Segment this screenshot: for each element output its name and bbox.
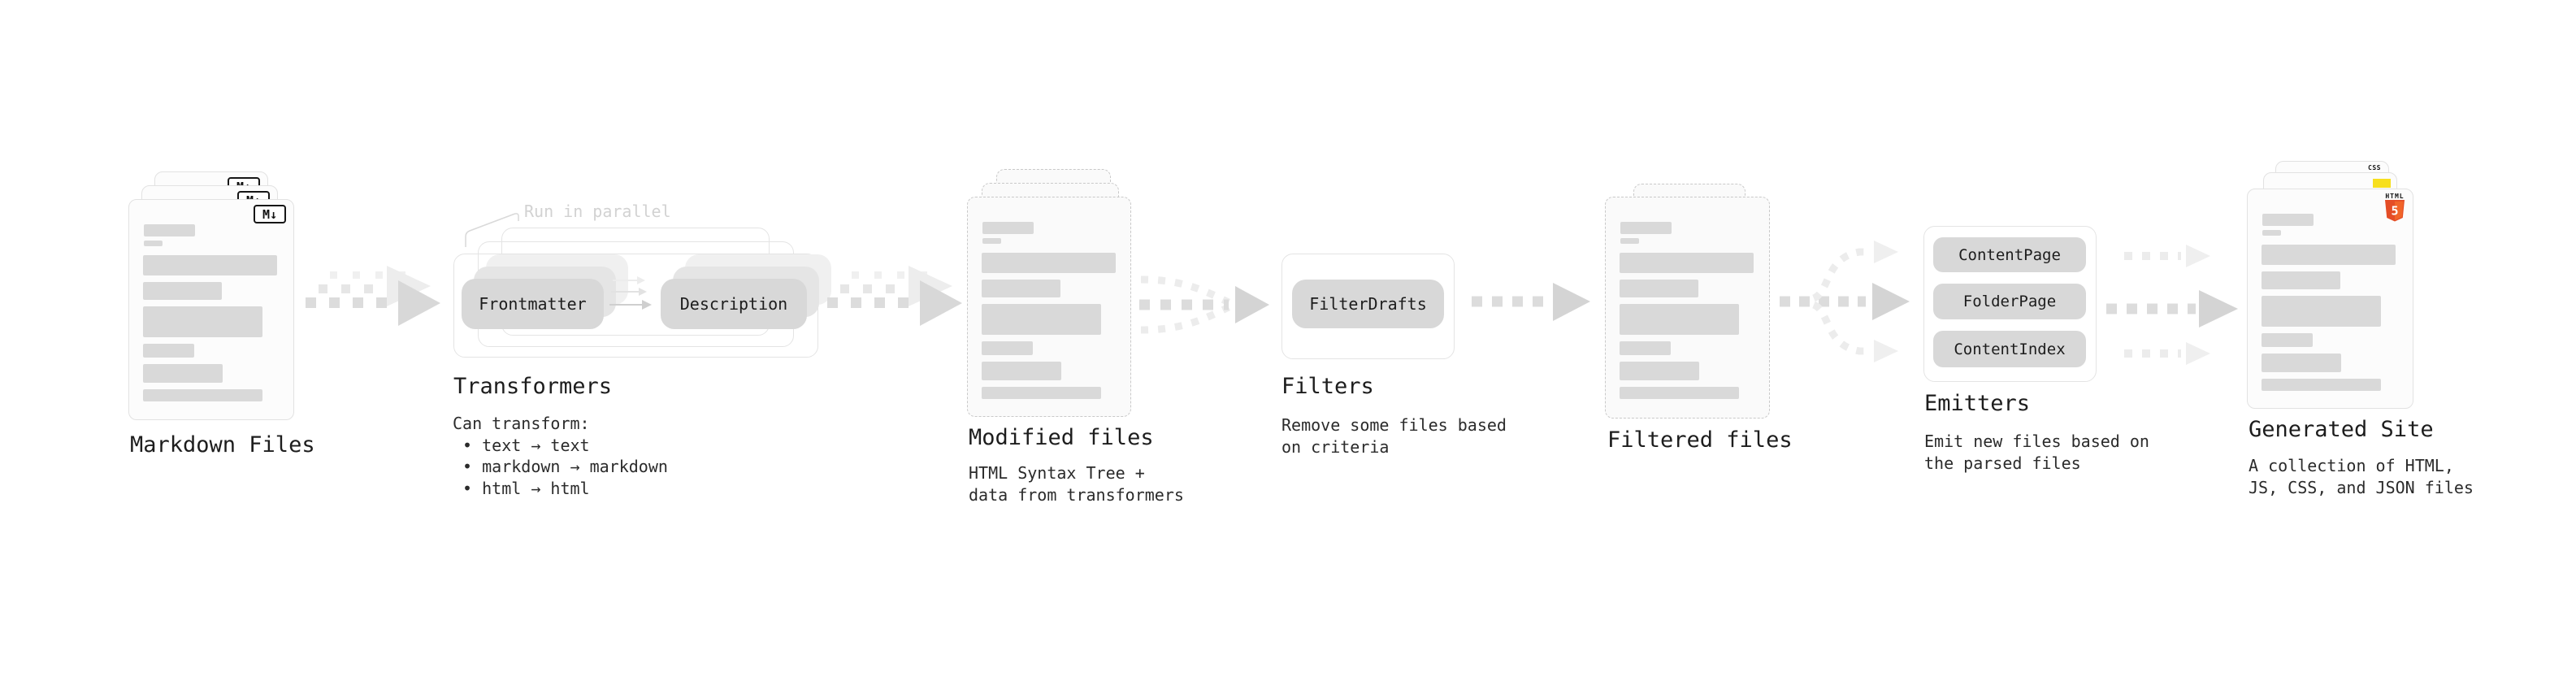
content-bar bbox=[982, 222, 1034, 234]
content-bar bbox=[2262, 333, 2313, 347]
js-icon bbox=[2373, 179, 2391, 188]
content-bar bbox=[143, 389, 262, 401]
filters-frame bbox=[1281, 254, 1455, 359]
body-line: A collection of HTML, bbox=[2249, 456, 2454, 475]
svg-text:5: 5 bbox=[2391, 204, 2398, 219]
emitters-description: Emit new files based on the parsed files bbox=[1924, 431, 2149, 474]
filterdrafts-node: FilterDrafts bbox=[1292, 280, 1444, 328]
html5-icon-label: HTML bbox=[2385, 193, 2405, 200]
content-bar bbox=[2262, 379, 2381, 391]
content-bar bbox=[1620, 362, 1699, 380]
content-bar bbox=[2262, 230, 2281, 236]
body-line: • html → html bbox=[453, 478, 590, 498]
body-line: • text → text bbox=[453, 435, 590, 455]
content-bar bbox=[1620, 304, 1739, 335]
modified-files-title: Modified files bbox=[969, 425, 1154, 450]
html5-shield: 5 bbox=[2385, 200, 2405, 222]
body-line: • markdown → markdown bbox=[453, 457, 668, 476]
frontmatter-node: Frontmatter bbox=[462, 279, 604, 329]
content-bar bbox=[982, 362, 1061, 380]
transformers-title: Transformers bbox=[453, 374, 613, 399]
run-in-parallel-connector bbox=[465, 213, 519, 247]
generated-file-card-html: HTML 5 bbox=[2247, 189, 2413, 409]
filtered-files-title: Filtered files bbox=[1607, 427, 1793, 453]
markdown-files-title: Markdown Files bbox=[130, 432, 315, 458]
contentindex-node: ContentIndex bbox=[1933, 331, 2086, 367]
emitters-title: Emitters bbox=[1924, 391, 2031, 416]
body-line: Can transform: bbox=[453, 414, 590, 433]
modified-file-card-front bbox=[967, 197, 1131, 417]
arrow-markdown-to-transformers bbox=[306, 266, 440, 326]
body-line: the parsed files bbox=[1924, 453, 2081, 473]
arrow-transformers-to-modified bbox=[827, 266, 962, 326]
emitters-frame bbox=[1923, 226, 2097, 382]
transformer-step-arrows bbox=[609, 276, 652, 310]
content-bar bbox=[1620, 238, 1639, 244]
content-bar bbox=[982, 341, 1033, 355]
content-bar bbox=[143, 282, 222, 300]
body-line: HTML Syntax Tree + bbox=[969, 463, 1145, 483]
markdown-icon: M↓ bbox=[254, 205, 286, 223]
content-bar bbox=[143, 255, 277, 275]
arrow-filters-to-filtered bbox=[1472, 283, 1590, 321]
content-bar bbox=[144, 224, 195, 236]
folderpage-node: FolderPage bbox=[1933, 284, 2086, 319]
filtered-file-card-front bbox=[1605, 197, 1770, 419]
content-bar bbox=[1620, 387, 1739, 399]
modified-files-description: HTML Syntax Tree + data from transformer… bbox=[969, 462, 1184, 505]
markdown-file-card-front: M↓ bbox=[128, 199, 294, 420]
content-bar bbox=[1620, 341, 1671, 355]
content-bar bbox=[144, 241, 163, 246]
filters-description: Remove some files based on criteria bbox=[1281, 414, 1507, 458]
transformers-description: Can transform: • text → text • markdown … bbox=[453, 413, 668, 499]
content-bar bbox=[1620, 222, 1672, 234]
body-line: Emit new files based on bbox=[1924, 432, 2149, 451]
content-bar bbox=[982, 280, 1060, 297]
content-bar bbox=[143, 344, 194, 358]
content-bar bbox=[982, 304, 1101, 335]
content-bar bbox=[143, 364, 223, 383]
generated-site-title: Generated Site bbox=[2249, 417, 2434, 442]
content-bar bbox=[143, 306, 262, 337]
content-bar bbox=[2262, 354, 2341, 372]
content-bar bbox=[2262, 214, 2314, 226]
body-line: Remove some files based bbox=[1281, 415, 1507, 435]
content-bar bbox=[2262, 245, 2396, 265]
contentpage-node: ContentPage bbox=[1933, 237, 2086, 272]
description-node: Description bbox=[661, 279, 807, 329]
content-bar bbox=[2262, 271, 2340, 289]
content-bar bbox=[1620, 253, 1754, 273]
body-line: JS, CSS, and JSON files bbox=[2249, 477, 2474, 497]
content-bar bbox=[982, 387, 1101, 399]
content-bar bbox=[982, 253, 1116, 273]
body-line: on criteria bbox=[1281, 436, 1390, 457]
arrow-modified-to-filters bbox=[1139, 275, 1269, 334]
arrow-emitters-to-generated bbox=[2106, 245, 2238, 365]
run-in-parallel-note: Run in parallel bbox=[524, 202, 671, 221]
filters-title: Filters bbox=[1281, 374, 1374, 399]
html5-icon: HTML 5 bbox=[2383, 193, 2406, 223]
content-bar bbox=[2262, 296, 2381, 327]
arrow-filtered-to-emitters bbox=[1780, 241, 1910, 362]
content-bar bbox=[982, 238, 1001, 244]
content-bar bbox=[1620, 280, 1698, 297]
generated-site-description: A collection of HTML, JS, CSS, and JSON … bbox=[2249, 455, 2474, 498]
body-line: data from transformers bbox=[969, 484, 1184, 505]
